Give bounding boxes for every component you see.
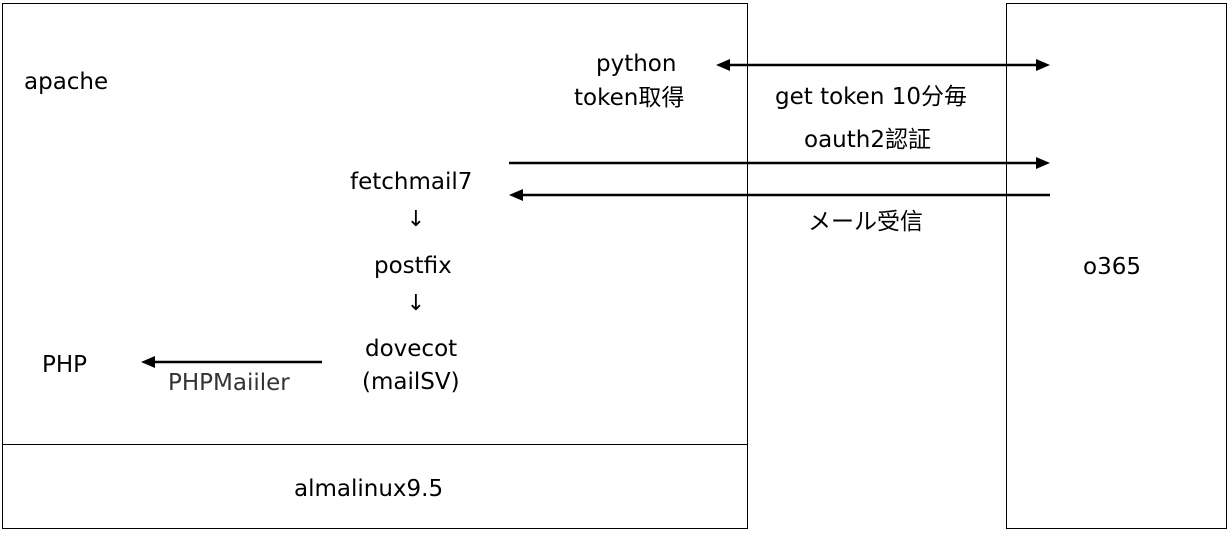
o365-box [1006,3,1227,529]
receive-mail-label: メール受信 [808,209,923,235]
postfix-label: postfix [374,253,452,279]
apache-label: apache [24,69,109,95]
os-divider [2,444,748,445]
token-label: token取得 [574,85,685,111]
php-label: PHP [42,352,88,378]
python-label: python [596,51,677,77]
get-token-label: get token 10分毎 [775,84,967,110]
os-label: almalinux9.5 [294,476,444,502]
mailsv-label: (mailSV) [362,369,460,395]
fetchmail-label: fetchmail7 [350,169,473,195]
oauth-label: oauth2認証 [804,127,931,153]
o365-label: o365 [1083,254,1141,280]
server-box [2,3,748,529]
flow-arrow-down-icon: ↓ [406,291,426,316]
flow-arrow-down-icon: ↓ [406,207,426,232]
dovecot-label: dovecot [365,336,458,362]
phpmailer-label: PHPMaiiler [168,370,290,396]
